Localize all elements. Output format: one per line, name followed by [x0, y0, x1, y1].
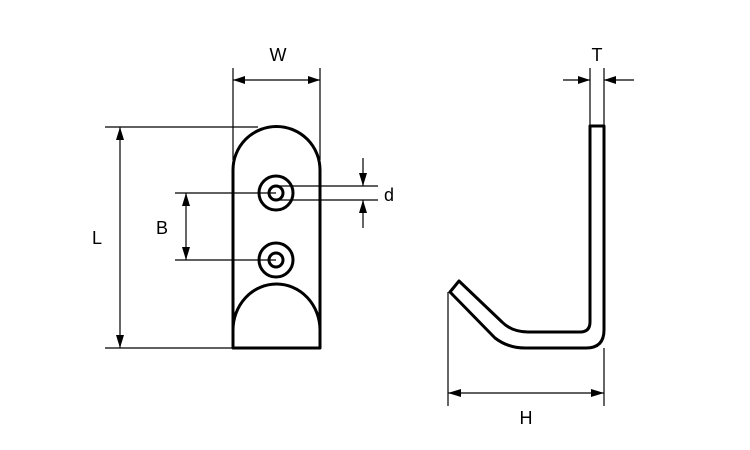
dimension-d: d	[276, 158, 394, 228]
front-bottom-cutout-arc	[231, 282, 322, 332]
dimension-b-label: B	[156, 218, 168, 238]
dimension-l: L	[92, 126, 258, 349]
hook-profile	[448, 124, 606, 350]
side-view	[448, 124, 606, 350]
front-plate-outline	[231, 125, 322, 350]
front-view	[231, 125, 322, 350]
dimension-w: W	[232, 45, 321, 160]
dimension-t: T	[563, 45, 634, 126]
dimension-h-label: H	[520, 408, 533, 428]
dimension-l-label: L	[92, 228, 102, 248]
dimension-d-label: d	[384, 185, 394, 205]
dimension-b: B	[156, 192, 276, 261]
dimension-w-label: W	[270, 45, 287, 65]
dimension-h: H	[447, 292, 605, 428]
dimension-t-label: T	[592, 45, 603, 65]
